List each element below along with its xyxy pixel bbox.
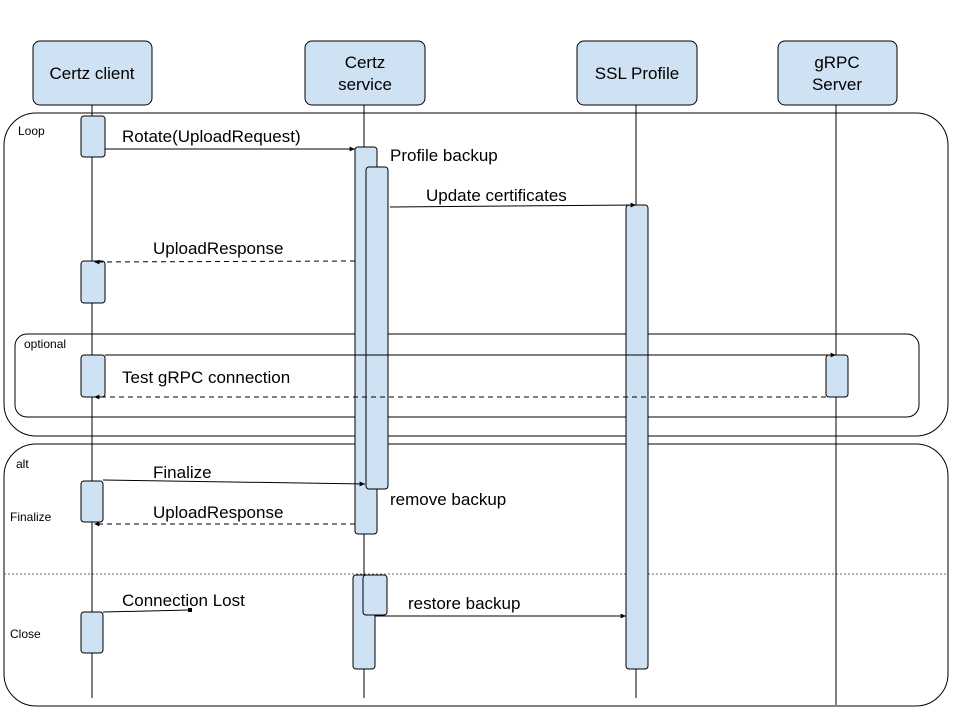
loop-fragment [3,112,949,437]
message-test-grpc-label: Test gRPC connection [122,368,290,387]
message-restore-backup-label: restore backup [408,594,520,613]
activation-grpc-server [825,354,849,398]
activation-ssl-profile [625,204,649,670]
participant-grpc-server-label-line1: gRPC [814,53,859,72]
participant-certz-client-label: Certz client [49,64,134,83]
message-profile-backup-label: Profile backup [390,146,498,165]
message-upload-response-1-label: UploadResponse [153,239,283,258]
participant-certz-service-label-line1: Certz [345,53,386,72]
activation-client-2 [80,260,106,304]
optional-fragment-label: optional [24,337,66,351]
activation-service-restore [362,574,388,616]
activation-service-nested [365,166,389,490]
participant-grpc-server-label-line2: Server [812,75,862,94]
optional-fragment [14,333,920,418]
message-rotate-label: Rotate(UploadRequest) [122,127,301,146]
activation-client-5 [80,611,104,654]
participant-certz-service-label-line2: service [338,75,392,94]
alt-guard-finalize: Finalize [10,510,52,524]
message-finalize-arrow [102,479,366,487]
message-connection-lost-arrow [102,608,192,613]
participant-grpc-server: gRPC Server [777,40,898,106]
participant-certz-client: Certz client [32,40,153,106]
message-update-certificates-arrow [389,202,637,208]
message-finalize-label: Finalize [153,463,212,482]
message-remove-backup-label: remove backup [390,490,506,509]
activation-client-1 [80,115,106,158]
participant-certz-service: Certz service [304,40,426,106]
activation-client-3 [80,354,106,398]
participant-ssl-profile: SSL Profile [576,40,698,106]
message-upload-response-1-arrow [93,259,356,265]
activation-client-4 [80,480,104,523]
alt-fragment-label: alt [16,457,29,471]
message-connection-lost-label: Connection Lost [122,591,245,610]
loop-fragment-label: Loop [18,124,45,138]
alt-fragment [3,443,949,707]
participant-ssl-profile-label: SSL Profile [595,64,679,83]
message-update-certificates-label: Update certificates [426,186,567,205]
alt-guard-close: Close [10,627,41,641]
message-upload-response-2-label: UploadResponse [153,503,283,522]
